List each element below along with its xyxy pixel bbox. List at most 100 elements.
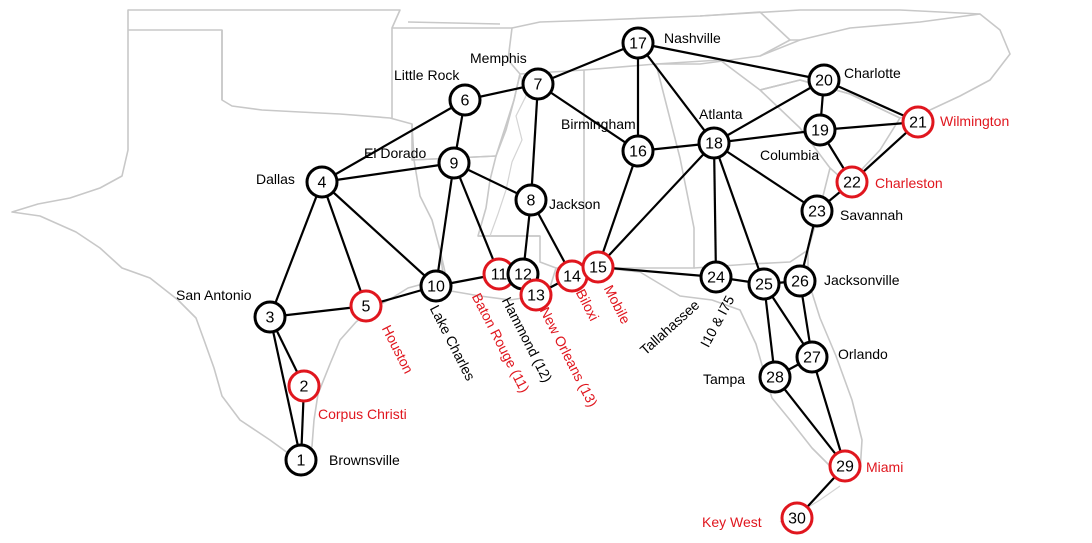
- node-7: 7: [521, 67, 555, 101]
- edge-15-16: [596, 150, 640, 268]
- edge-1-3: [268, 316, 303, 461]
- edge-18-20: [713, 79, 825, 144]
- city-label: Jackson: [549, 196, 600, 212]
- node-number: 15: [589, 260, 607, 277]
- city-label: San Antonio: [176, 287, 252, 303]
- node-3: 3: [253, 300, 287, 334]
- city-label: Tampa: [703, 371, 745, 387]
- city-label: Wilmington: [940, 113, 1009, 129]
- node-30: 30: [780, 501, 814, 535]
- node-number: 30: [788, 511, 806, 528]
- node-24: 24: [699, 260, 733, 294]
- city-label: Corpus Christi: [318, 406, 407, 422]
- node-number: 21: [909, 115, 927, 132]
- edge-7-8: [529, 83, 540, 201]
- node-28: 28: [758, 360, 792, 394]
- node-22: 22: [835, 165, 869, 199]
- node-14: 14: [555, 259, 589, 293]
- node-circle: [621, 134, 655, 168]
- node-number: 17: [629, 36, 647, 53]
- node-number: 18: [705, 136, 723, 153]
- node-circle: [514, 183, 548, 217]
- edge-18-23: [713, 142, 818, 212]
- city-label: Birmingham: [561, 116, 636, 132]
- city-label: Orlando: [838, 346, 888, 362]
- node-number: 3: [266, 310, 275, 327]
- mississippi-outline: [478, 69, 585, 269]
- node-circle: [519, 278, 553, 312]
- node-circle: [747, 267, 781, 301]
- edge-7-16: [537, 83, 639, 152]
- node-circle: [349, 289, 383, 323]
- node-number: 13: [527, 288, 545, 305]
- node-circle: [699, 260, 733, 294]
- node-26: 26: [783, 264, 817, 298]
- node-29: 29: [828, 449, 862, 483]
- edge-28-29: [774, 376, 846, 467]
- city-label: Tallahassee: [637, 296, 703, 358]
- node-25: 25: [747, 267, 781, 301]
- city-label: Biloxi: [573, 286, 602, 323]
- edge-18-24: [712, 142, 718, 278]
- node-number: 19: [811, 123, 829, 140]
- node-circle: [807, 63, 841, 97]
- city-label: Dallas: [256, 171, 295, 187]
- node-10: 10: [419, 269, 453, 303]
- node-circle: [437, 146, 471, 180]
- node-circle: [581, 250, 615, 284]
- node-number: 12: [514, 267, 532, 284]
- node-number: 20: [815, 73, 833, 90]
- edge-3-4: [268, 181, 324, 318]
- edge-4-5: [320, 181, 368, 307]
- city-label: Brownsville: [329, 452, 400, 468]
- north-carolina-outline: [759, 13, 1011, 119]
- edge-15-24: [597, 265, 717, 279]
- node-number: 2: [300, 379, 309, 396]
- node-13: 13: [519, 278, 553, 312]
- edge-15-18: [597, 142, 715, 268]
- city-label: Miami: [866, 459, 903, 475]
- city-label: Charleston: [875, 175, 943, 191]
- node-circle: [835, 165, 869, 199]
- node-23: 23: [800, 194, 834, 228]
- node-number: 11: [491, 267, 508, 284]
- city-label: Little Rock: [394, 67, 460, 83]
- florida-outline: [603, 250, 863, 479]
- node-number: 4: [318, 175, 327, 192]
- city-label: Charlotte: [844, 65, 901, 81]
- node-2: 2: [287, 369, 321, 403]
- node-20: 20: [807, 63, 841, 97]
- node-number: 10: [427, 279, 445, 296]
- node-circle: [419, 269, 453, 303]
- edge-9-11: [452, 162, 501, 275]
- city-label: El Dorado: [364, 145, 426, 161]
- node-circle: [795, 340, 829, 374]
- node-16: 16: [621, 134, 655, 168]
- node-number: 5: [362, 299, 371, 316]
- node-circle: [305, 165, 339, 199]
- node-circle: [448, 83, 482, 117]
- node-number: 1: [297, 453, 306, 470]
- edge-20-21: [823, 78, 919, 124]
- edge-4-6: [321, 99, 466, 183]
- node-number: 22: [843, 175, 861, 192]
- node-6: 6: [448, 83, 482, 117]
- city-label: Savannah: [840, 207, 903, 223]
- node-number: 27: [803, 350, 821, 367]
- edge-17-20: [637, 41, 825, 82]
- node-number: 8: [527, 193, 536, 210]
- node-circle: [803, 113, 837, 147]
- node-21: 21: [901, 105, 935, 139]
- edge-27-29: [810, 356, 847, 467]
- node-number: 7: [534, 77, 543, 94]
- tennessee-outline: [407, 11, 791, 65]
- city-label: Mobile: [601, 282, 634, 326]
- node-circle: [783, 264, 817, 298]
- city-label: Key West: [702, 514, 762, 530]
- virginia-outline: [699, 9, 981, 41]
- node-27: 27: [795, 340, 829, 374]
- oklahoma-outline: [128, 9, 401, 118]
- node-number: 25: [755, 277, 773, 294]
- node-9: 9: [437, 146, 471, 180]
